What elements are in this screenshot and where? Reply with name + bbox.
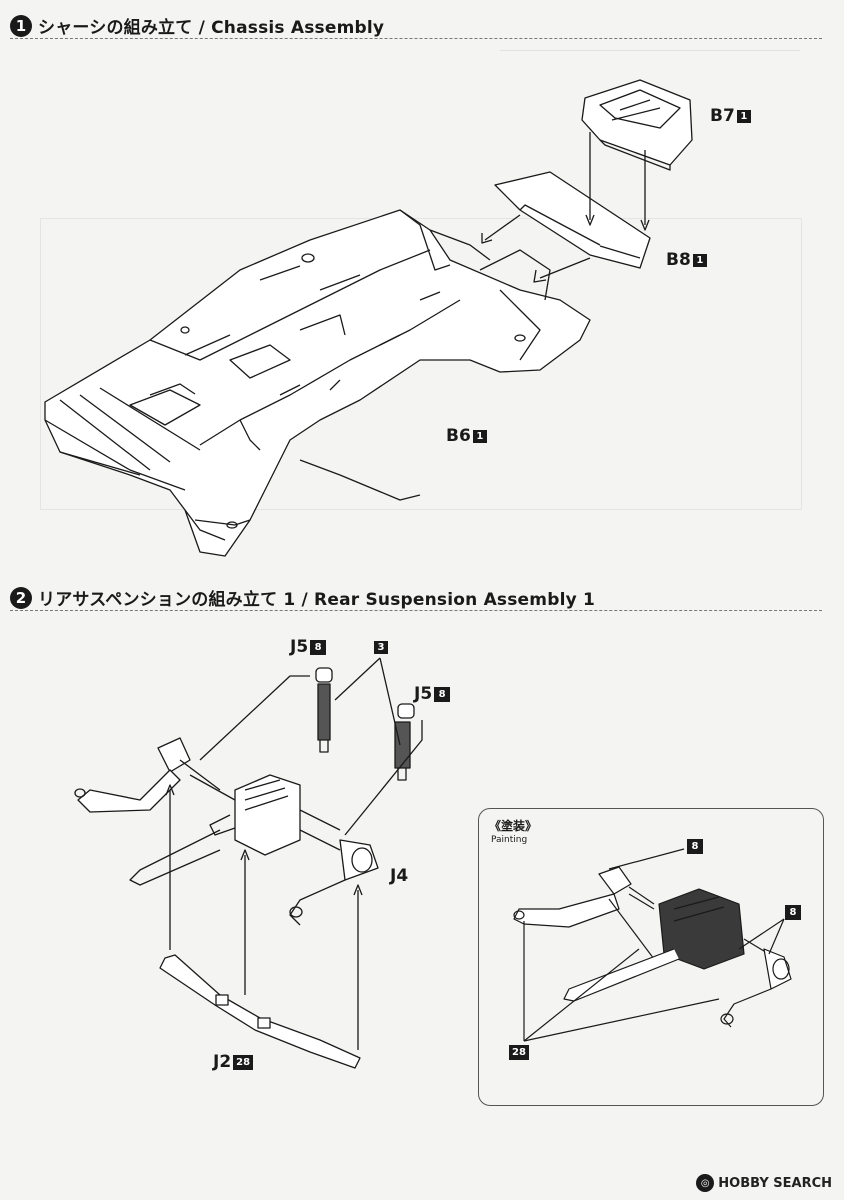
- part-badge-b7: 1: [736, 109, 751, 123]
- part-label-b8: B8 1: [666, 250, 707, 270]
- bleed-through-area-1: [500, 50, 800, 201]
- part-badge-j5-left: 8: [310, 639, 327, 655]
- part-label-j2: J2 28: [213, 1052, 254, 1072]
- part-label-j5-left: J5 8: [290, 637, 327, 657]
- part-label-b6: B6 1: [446, 426, 487, 446]
- step-2-title: リアサスペンションの組み立て 1 / Rear Suspension Assem…: [38, 590, 596, 610]
- step-2-header: 2 リアサスペンションの組み立て 1 / Rear Suspension Ass…: [10, 585, 595, 610]
- part-badge-j5-right: 8: [434, 686, 451, 702]
- painting-title-jp: 《塗装》: [489, 819, 538, 833]
- part-label-j4-text: J4: [390, 866, 409, 886]
- step-1-header: 1 シャーシの組み立て / Chassis Assembly: [10, 13, 384, 38]
- part-label-b7: B7 1: [710, 106, 751, 126]
- watermark-text: HOBBY SEARCH: [718, 1175, 832, 1191]
- part-label-b8-text: B8: [666, 250, 691, 270]
- part-label-b6-text: B6: [446, 426, 471, 446]
- hobby-search-logo-icon: ◎: [696, 1174, 715, 1192]
- part-label-j4: J4: [390, 866, 408, 886]
- step-2-number: 2: [10, 586, 32, 609]
- part-label-j5-right: J5 8: [414, 684, 451, 704]
- part-badge-b8: 1: [692, 253, 707, 267]
- step-1-number: 1: [10, 14, 32, 37]
- bleed-through-table: [40, 218, 802, 510]
- part-label-b7-text: B7: [710, 106, 735, 126]
- painting-callout-8-right: 8: [785, 905, 801, 920]
- step-2-divider: [10, 610, 822, 611]
- part-badge-b6: 1: [472, 429, 487, 443]
- part-label-j2-text: J2: [213, 1052, 232, 1072]
- painting-title-en: Painting: [491, 835, 528, 845]
- painting-callout-8-top: 8: [687, 839, 703, 854]
- part-label-color-3: 3: [372, 641, 388, 654]
- part-badge-color-3: 3: [374, 641, 388, 654]
- hobby-search-watermark: ◎ HOBBY SEARCH: [696, 1174, 832, 1192]
- painting-illustration: [513, 848, 792, 1042]
- part-badge-j2: 28: [233, 1054, 254, 1070]
- painting-callout-28: 28: [509, 1045, 529, 1060]
- part-label-j5-right-text: J5: [414, 684, 433, 704]
- step-1-title: シャーシの組み立て / Chassis Assembly: [38, 18, 385, 38]
- painting-inset: 《塗装》 Painting 8 8 28: [478, 808, 824, 1106]
- part-label-j5-left-text: J5: [290, 637, 309, 657]
- step-1-divider: [10, 38, 822, 39]
